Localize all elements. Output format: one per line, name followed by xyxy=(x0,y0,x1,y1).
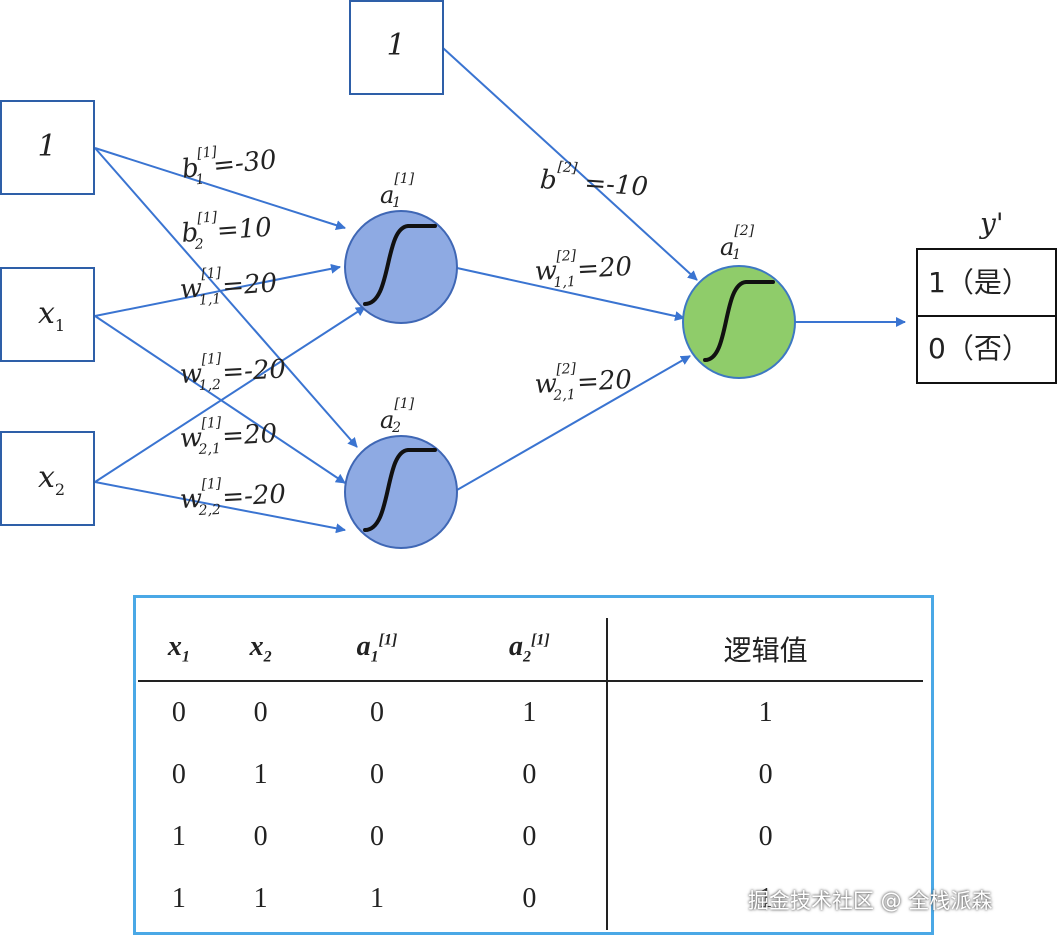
truth-table-grid: x1 x2 a1[1] a2[1] 逻辑值 0 0 0 1 1 0 1 0 0 … xyxy=(138,618,923,930)
table-row: 0 1 0 0 0 xyxy=(138,744,923,806)
input-bias-left: 1 xyxy=(0,100,95,195)
svg-text:x1: x1 xyxy=(38,296,65,335)
hidden-node-a1 xyxy=(344,210,458,324)
x1-base: x xyxy=(38,296,55,331)
output-yes: 1（是） xyxy=(928,266,1030,299)
cell: 1 xyxy=(606,868,923,930)
edge-x2-a2 xyxy=(94,481,346,534)
table-row: 0 0 0 1 1 xyxy=(138,681,923,744)
cell: 1 xyxy=(253,883,268,914)
label-w11: w[1]1,1=20 xyxy=(178,261,278,310)
watermark: 掘金技术社区 @ 全栈派森 xyxy=(748,889,993,913)
table-row: 1 0 0 0 0 xyxy=(138,806,923,868)
edge-a2-out xyxy=(456,355,691,491)
header-x2: x2 xyxy=(219,618,302,682)
cell: 0 xyxy=(253,821,268,852)
svg-text:w[1]2,2=-20: w[1]2,2=-20 xyxy=(179,472,287,519)
cell: 1 xyxy=(253,759,268,790)
cell: 1 xyxy=(171,821,186,852)
table-header-row: x1 x2 a1[1] a2[1] 逻辑值 xyxy=(138,618,923,682)
svg-text:b[2]=-10: b[2]=-10 xyxy=(539,158,649,202)
hidden-node-a2 xyxy=(344,435,458,549)
cell: 1 xyxy=(522,697,537,728)
edge-bias-a2 xyxy=(94,147,358,448)
label-a-out: a[2]1 xyxy=(720,223,755,263)
bias-left-text: 1 xyxy=(37,129,56,164)
label-a1: a[1]1 xyxy=(380,171,415,211)
network-diagram: 1 1 x1 x2 a[1]1 a[1]2 a[2]1 b[1]1=-30 b[… xyxy=(0,0,1057,549)
output-label: y' xyxy=(978,207,1004,240)
input-bias-top: 1 xyxy=(349,0,444,95)
cell: 0 xyxy=(522,759,537,790)
label-w21: w[1]2,1=20 xyxy=(179,412,278,459)
label-w2-21: w[2]2,1=20 xyxy=(534,358,633,405)
cell: 0 xyxy=(171,759,186,790)
label-b-out: b[2]=-10 xyxy=(539,158,649,202)
bias-top-text: 1 xyxy=(386,28,405,63)
edge-bias-a1 xyxy=(94,147,346,231)
edge-x1-a1 xyxy=(94,263,341,317)
output-node xyxy=(682,265,796,379)
label-b2: b[1]2=10 xyxy=(180,206,273,254)
svg-text:b[1]1=-30: b[1]1=-30 xyxy=(180,138,279,190)
x2-sub: 2 xyxy=(55,480,65,499)
header-a2: a2[1] xyxy=(452,618,608,682)
cell: 1 xyxy=(606,681,923,744)
header-a1: a1[1] xyxy=(301,618,453,682)
label-b1: b[1]1=-30 xyxy=(180,138,279,190)
label-w22: w[1]2,2=-20 xyxy=(179,472,287,519)
cell: 0 xyxy=(369,697,384,728)
cell: 0 xyxy=(606,806,923,868)
cell: 0 xyxy=(369,821,384,852)
truth-table: x1 x2 a1[1] a2[1] 逻辑值 0 0 0 1 1 0 1 0 0 … xyxy=(133,595,934,935)
edge-a1-out xyxy=(456,267,685,321)
svg-text:b[1]2=10: b[1]2=10 xyxy=(180,206,273,254)
edge-x2-a1 xyxy=(94,306,366,483)
edges xyxy=(94,47,906,534)
cell: 0 xyxy=(171,697,186,728)
svg-text:x2: x2 xyxy=(38,460,65,499)
label-a2: a[1]2 xyxy=(380,396,415,436)
label-w2-11: w[2]1,1=20 xyxy=(534,245,633,292)
output-no: 0（否） xyxy=(928,332,1030,365)
label-w12: w[1]1,2=-20 xyxy=(179,347,287,394)
cell: 1 xyxy=(369,883,384,914)
cell: 0 xyxy=(606,744,923,806)
svg-text:w[1]1,1=20: w[1]1,1=20 xyxy=(178,261,278,310)
cell: 0 xyxy=(253,697,268,728)
svg-text:w[1]2,1=20: w[1]2,1=20 xyxy=(179,412,278,459)
cell: 0 xyxy=(522,821,537,852)
edge-bias-out xyxy=(442,47,698,281)
cell: 0 xyxy=(369,759,384,790)
table-row: 1 1 1 0 1 xyxy=(138,868,923,930)
x2-base: x xyxy=(38,460,55,495)
cell: 0 xyxy=(522,883,537,914)
svg-text:w[2]1,1=20: w[2]1,1=20 xyxy=(534,245,633,292)
svg-text:w[2]2,1=20: w[2]2,1=20 xyxy=(534,358,633,405)
edge-x1-a2 xyxy=(94,315,346,484)
header-x1: x1 xyxy=(138,618,220,682)
svg-text:w[1]1,2=-20: w[1]1,2=-20 xyxy=(179,347,287,394)
x1-sub: 1 xyxy=(55,316,65,335)
output-box: 1（是） 0（否） xyxy=(916,248,1057,384)
input-x2: x2 xyxy=(0,431,95,526)
input-x1: x1 xyxy=(0,267,95,362)
cell: 1 xyxy=(171,883,186,914)
header-logic-value: 逻辑值 xyxy=(606,618,923,682)
